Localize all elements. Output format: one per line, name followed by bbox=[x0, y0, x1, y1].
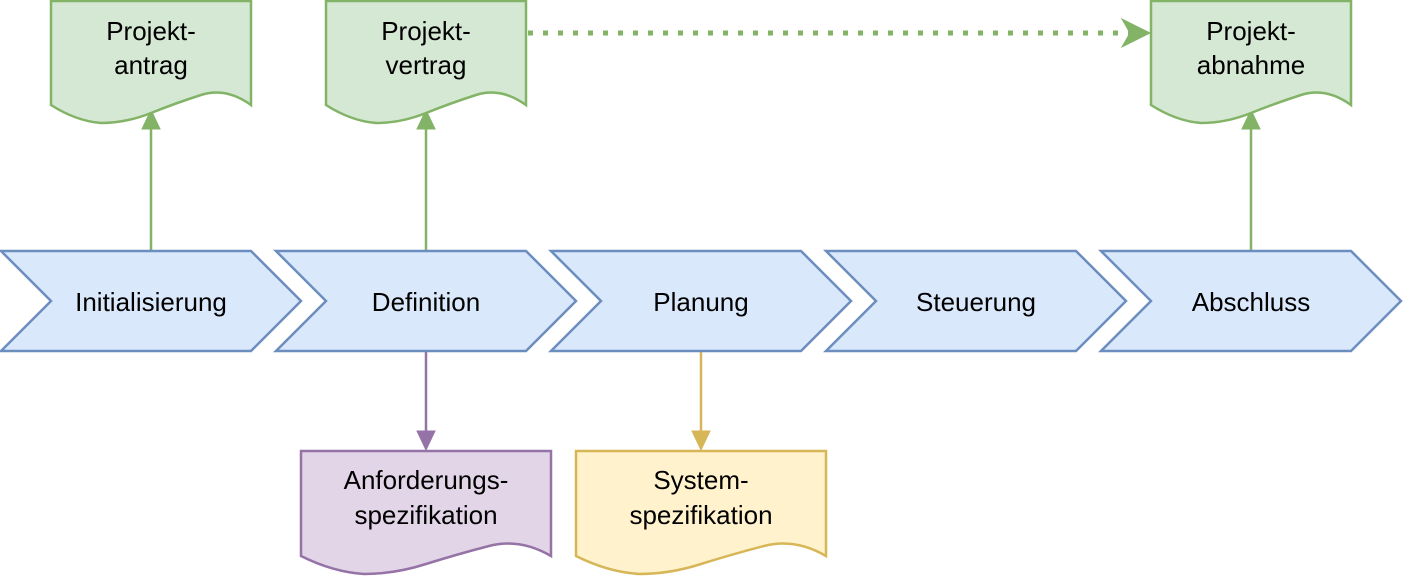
document-projektantrag-line1: Projekt- bbox=[106, 16, 196, 46]
phase-planung-shape bbox=[547, 249, 853, 353]
phase-initialisierung-label: Initialisierung bbox=[75, 287, 227, 317]
document-systemspezifikation-line2: spezifikation bbox=[629, 500, 772, 530]
document-projektvertrag-shape bbox=[324, 0, 528, 125]
document-projektvertrag-line2: vertrag bbox=[386, 50, 467, 80]
phase-planung-label: Planung bbox=[653, 287, 748, 317]
document-projektantrag: Projekt- antrag bbox=[49, 0, 253, 125]
phase-definition-shape bbox=[272, 249, 578, 353]
phase-abschluss-shape bbox=[1097, 249, 1403, 353]
connector-planung-systemspezifikation bbox=[691, 352, 711, 452]
phase-definition-label: Definition bbox=[372, 287, 480, 317]
phase-initialisierung-shape bbox=[0, 249, 303, 353]
connector-definition-anforderungsspezifikation bbox=[416, 352, 436, 452]
document-projektantrag-shape bbox=[49, 0, 253, 125]
document-projektantrag-line2: antrag bbox=[114, 50, 188, 80]
phase-definition: Definition bbox=[272, 249, 578, 353]
connector-abschluss-projektabnahme bbox=[1241, 108, 1261, 250]
document-anforderungsspezifikation: Anforderungs- spezifikation bbox=[299, 449, 553, 576]
document-projektabnahme-line1: Projekt- bbox=[1206, 16, 1296, 46]
phase-abschluss: Abschluss bbox=[1097, 249, 1403, 353]
document-projektvertrag-line1: Projekt- bbox=[381, 16, 471, 46]
document-systemspezifikation-shape bbox=[574, 449, 828, 576]
document-anforderungsspezifikation-shape bbox=[299, 449, 553, 576]
document-projektabnahme-line2: abnahme bbox=[1197, 50, 1305, 80]
phase-steuerung-shape bbox=[822, 249, 1128, 353]
document-projektabnahme-shape bbox=[1149, 0, 1353, 125]
document-projektabnahme: Projekt- abnahme bbox=[1149, 0, 1353, 125]
phase-steuerung-label: Steuerung bbox=[916, 287, 1036, 317]
document-systemspezifikation: System- spezifikation bbox=[574, 449, 828, 576]
phase-initialisierung: Initialisierung bbox=[0, 249, 303, 353]
connector-definition-projektvertrag bbox=[416, 108, 436, 250]
connector-initialisierung-projektantrag bbox=[141, 108, 161, 250]
connector-projektvertrag-projektabnahme bbox=[528, 17, 1152, 49]
document-projektvertrag: Projekt- vertrag bbox=[324, 0, 528, 125]
document-anforderungsspezifikation-line1: Anforderungs- bbox=[344, 465, 509, 495]
phase-steuerung: Steuerung bbox=[822, 249, 1128, 353]
phase-planung: Planung bbox=[547, 249, 853, 353]
document-anforderungsspezifikation-line2: spezifikation bbox=[354, 500, 497, 530]
document-systemspezifikation-line1: System- bbox=[653, 465, 748, 495]
phase-abschluss-label: Abschluss bbox=[1192, 287, 1311, 317]
